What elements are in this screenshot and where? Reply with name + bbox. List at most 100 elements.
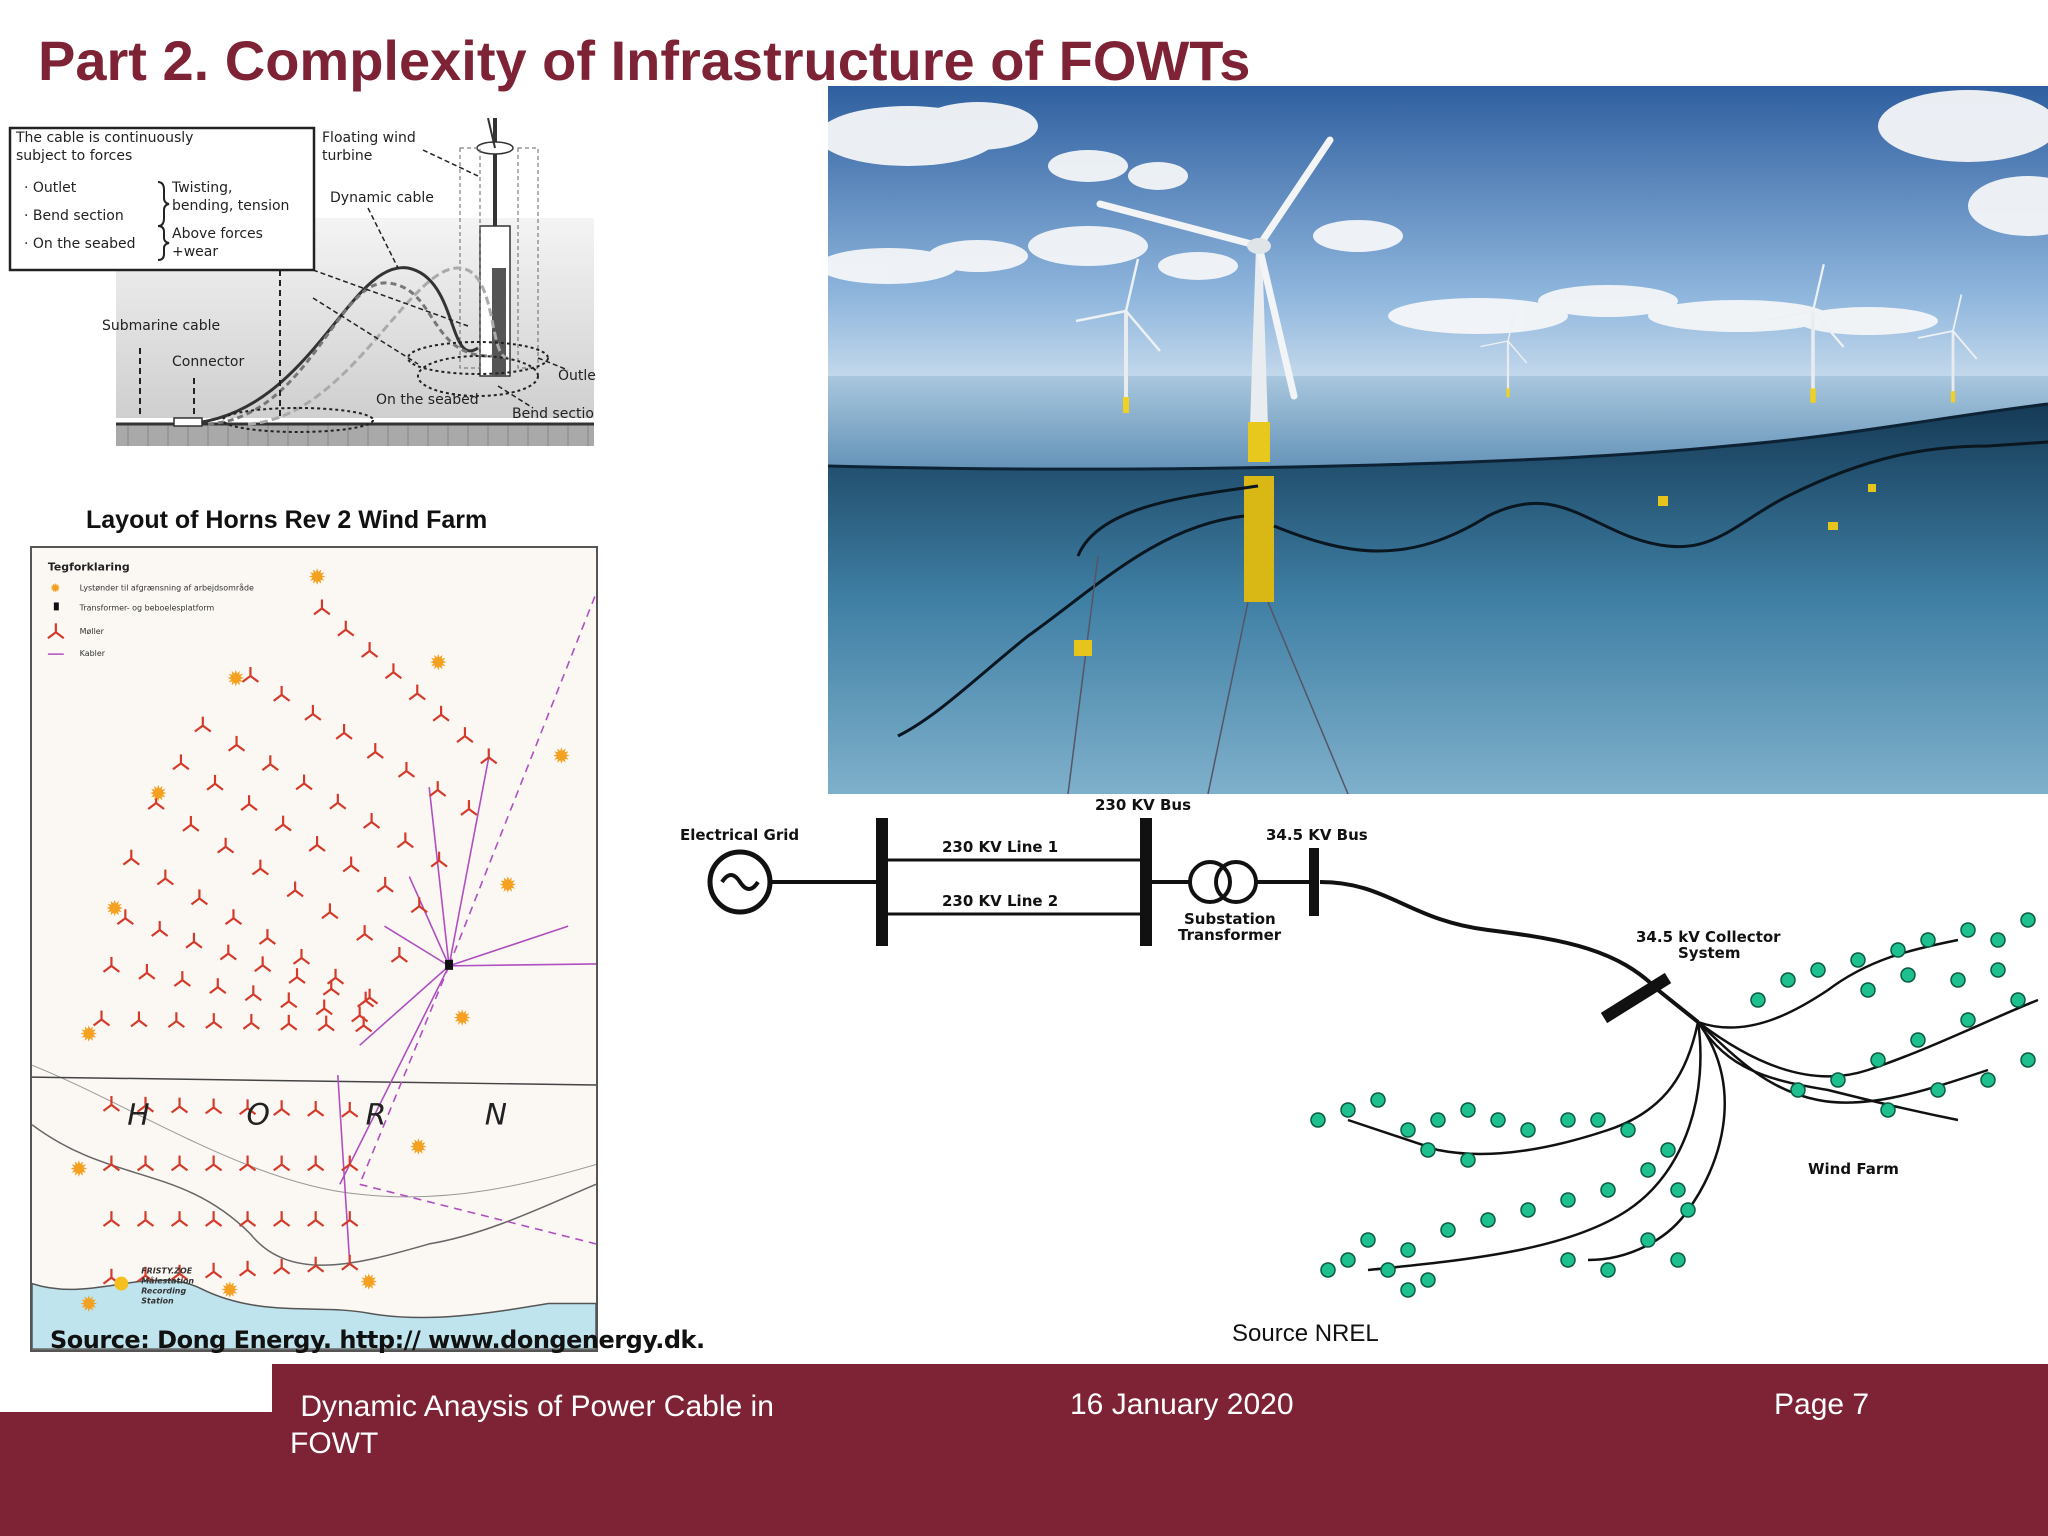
label-connector: Connector xyxy=(172,354,244,370)
svg-text:✹: ✹ xyxy=(80,1022,98,1047)
force-1-line2: bending, tension xyxy=(172,198,289,214)
wind-farm-node-icon xyxy=(1400,1122,1416,1138)
wind-farm-node-icon xyxy=(1460,1152,1476,1168)
horns-rev-source: Source: Dong Energy. http:// www.dongene… xyxy=(50,1326,705,1354)
wind-farm-node-icon xyxy=(1780,972,1796,988)
main-floating-turbine xyxy=(1096,136,1334,602)
place-letter-o: O xyxy=(246,1098,269,1133)
svg-text:✹: ✹ xyxy=(221,1279,239,1304)
place-letter-h: H xyxy=(127,1098,149,1133)
wind-farm-node-icon xyxy=(1420,1272,1436,1288)
legend-turbine: Møller xyxy=(80,627,105,636)
label-on-seabed: On the seabed xyxy=(376,392,479,408)
wind-farm-node-icon xyxy=(1950,972,1966,988)
svg-text:✹: ✹ xyxy=(50,582,61,597)
svg-text:✹: ✹ xyxy=(453,1006,471,1031)
station-label-3: Recording xyxy=(141,1287,186,1296)
svg-text:✹: ✹ xyxy=(499,873,517,898)
svg-text:✹: ✹ xyxy=(105,897,123,922)
force-1-line1: Twisting, xyxy=(171,180,232,196)
wind-farm-node-icon xyxy=(1590,1112,1606,1128)
wind-farm-node-icon xyxy=(1520,1122,1536,1138)
wind-farm-node-icon xyxy=(1670,1182,1686,1198)
station-label-1: FRISTY.ZOE xyxy=(141,1267,193,1276)
wind-farm-node-icon xyxy=(1380,1262,1396,1278)
footer-page-number: Page 7 xyxy=(1774,1388,1870,1421)
wind-farm-node-icon xyxy=(1750,992,1766,1008)
wind-farm-node-icon xyxy=(1920,932,1936,948)
transformer-platform-icon xyxy=(445,959,454,970)
wind-farm-node-icon xyxy=(2010,992,2026,1008)
footer-step xyxy=(272,1364,2048,1414)
svg-text:✹: ✹ xyxy=(429,651,447,676)
wind-farm-node-icon xyxy=(1640,1162,1656,1178)
horns-rev-map: ✹✹✹ ✹✹✹ ✹✹✹ ✹✹✹ ✹✹ Tegforklaring ✹ Lystø… xyxy=(30,546,598,1352)
wind-farm-node-icon xyxy=(1790,1082,1806,1098)
cable-item-bend: · Bend section xyxy=(24,208,124,224)
label-line-1: 230 KV Line 1 xyxy=(942,838,1058,856)
svg-text:✹: ✹ xyxy=(80,1292,98,1317)
label-turbine-1: Floating wind xyxy=(322,130,416,146)
cable-force-diagram: The cable is continuously subject to for… xyxy=(8,118,596,446)
map-legend-title: Tegforklaring xyxy=(48,561,130,574)
footer-date: 16 January 2020 xyxy=(1070,1388,1294,1421)
label-electrical-grid: Electrical Grid xyxy=(680,826,799,844)
wind-farm-node-icon xyxy=(1340,1252,1356,1268)
station-label-4: Station xyxy=(141,1296,174,1305)
wind-farm-node-icon xyxy=(1640,1232,1656,1248)
footer-band xyxy=(0,1412,2048,1536)
wind-farm-node-icon xyxy=(1860,982,1876,998)
wind-farm-node-icon xyxy=(1340,1102,1356,1118)
wind-farm-node-icon xyxy=(1310,1112,1326,1128)
svg-text:✹: ✹ xyxy=(552,744,570,769)
wind-farm-node-icon xyxy=(1900,967,1916,983)
force-2-line2: +wear xyxy=(172,244,218,260)
nrel-source: Source NREL xyxy=(1232,1320,1379,1347)
label-turbine-2: turbine xyxy=(322,148,372,164)
wind-farm-node-icon xyxy=(1320,1262,1336,1278)
footer-presentation-title: Dynamic Anaysis of Power Cable in FOWT xyxy=(290,1388,852,1462)
cable-box-title-2: subject to forces xyxy=(16,148,132,164)
svg-text:✹: ✹ xyxy=(409,1136,427,1161)
wind-farm-node-icon xyxy=(1960,922,1976,938)
wind-farm-node-icon xyxy=(1830,1072,1846,1088)
wind-farm-node-icon xyxy=(1680,1202,1696,1218)
cable-box-title-1: The cable is continuously xyxy=(15,130,193,146)
wind-farm-node-icon xyxy=(1670,1252,1686,1268)
wind-farm-node-icon xyxy=(1430,1112,1446,1128)
wind-farm-node-icon xyxy=(1560,1252,1576,1268)
electrical-one-line-diagram: Electrical Grid 230 KV Bus 230 KV Line 1… xyxy=(680,796,2039,1298)
label-wind-farm: Wind Farm xyxy=(1808,1160,1899,1178)
wind-farm-node-icon xyxy=(1990,932,2006,948)
connector-icon xyxy=(173,417,203,427)
force-2-line1: Above forces xyxy=(172,226,263,242)
label-substation-2: Transformer xyxy=(1178,926,1282,944)
wind-farm-node-icon xyxy=(1880,1102,1896,1118)
wind-farm-node-icon xyxy=(1600,1262,1616,1278)
label-line-2: 230 KV Line 2 xyxy=(942,892,1058,910)
wind-farm-node-icon xyxy=(1400,1242,1416,1258)
label-collector-2: System xyxy=(1678,944,1740,962)
place-letter-r: R xyxy=(366,1098,387,1133)
footer-title-line1: Dynamic Anaysis of Power Cable in xyxy=(292,1390,774,1423)
place-letter-n: N xyxy=(485,1098,507,1133)
wind-farm-node-icon xyxy=(1440,1222,1456,1238)
cable-item-seabed: · On the seabed xyxy=(24,236,136,252)
footer-title-line2: FOWT xyxy=(290,1427,379,1460)
wind-farm-node-icon xyxy=(1990,962,2006,978)
wind-farm-node-icon xyxy=(1490,1112,1506,1128)
wind-farm-node-icon xyxy=(1370,1092,1386,1108)
wind-farm-node-icon xyxy=(1960,1012,1976,1028)
wind-farm-node-icon xyxy=(1980,1072,1996,1088)
wind-farm-node-icon xyxy=(1420,1142,1436,1158)
floating-turbine-icon xyxy=(459,118,539,377)
dynamic-cable-line xyxy=(177,266,479,426)
label-outlet: Outle xyxy=(558,368,596,384)
wind-farm-node-icon xyxy=(1520,1202,1536,1218)
label-dynamic-cable: Dynamic cable xyxy=(330,190,434,206)
label-bus-230: 230 KV Bus xyxy=(1095,796,1191,814)
svg-text:✹: ✹ xyxy=(70,1157,88,1182)
wind-farm-node-icon xyxy=(1480,1212,1496,1228)
wind-farm-node-icon xyxy=(2020,1052,2036,1068)
svg-text:✹: ✹ xyxy=(149,782,167,807)
